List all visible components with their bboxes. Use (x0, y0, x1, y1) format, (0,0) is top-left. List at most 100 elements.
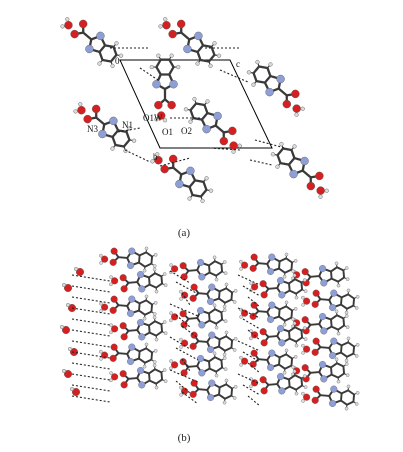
water-oxygen-atom (303, 393, 311, 401)
hydrogen-bond (242, 318, 261, 330)
water-cluster (65, 303, 76, 313)
water-oxygen-atom (101, 303, 109, 311)
hydrogen-atom (155, 152, 160, 157)
hydrogen-atom (345, 325, 350, 329)
bond (155, 65, 162, 76)
nitrogen-atom (96, 31, 105, 41)
water-cluster (62, 283, 72, 293)
hydrogen-atom (179, 345, 183, 349)
bond (138, 251, 148, 257)
hydrogen-atom (205, 99, 210, 104)
bond (117, 304, 129, 307)
bond (267, 287, 279, 290)
bond (208, 360, 211, 370)
hydrogen-atom (110, 63, 115, 68)
water-oxygen-atom (157, 111, 166, 120)
oxygen-atom (250, 349, 258, 357)
unit-cell-outline (119, 59, 273, 149)
nitrogen-atom (278, 339, 286, 347)
hydrogen-atom (144, 246, 149, 251)
bond (138, 261, 146, 268)
bond (213, 308, 223, 314)
hydrogen-atom (99, 253, 103, 258)
molecule (179, 282, 238, 309)
bond (335, 314, 345, 320)
bond (202, 180, 208, 192)
bond (148, 283, 158, 289)
bond (127, 377, 139, 380)
bond (276, 153, 282, 165)
molecule (150, 152, 214, 203)
hydrogen-atom (118, 53, 124, 58)
bond (300, 329, 304, 339)
bond (122, 138, 131, 148)
hydrogen-atom (109, 371, 113, 375)
hydrogen-bond (247, 329, 261, 341)
bond (330, 318, 333, 328)
hydrogen-atom (169, 263, 173, 267)
hydrogen-atom (152, 267, 157, 272)
bond (138, 254, 141, 264)
bond (127, 329, 139, 332)
oxygen-atom (315, 171, 324, 181)
water-oxygen-atom (171, 265, 179, 273)
oxygen-atom (189, 342, 197, 350)
hydrogen-atom (62, 369, 67, 374)
hydrogen-atom (318, 194, 323, 199)
bond (330, 373, 340, 379)
hydrogen-atom (60, 24, 65, 29)
oxygen-atom (311, 396, 319, 404)
bond (278, 260, 281, 270)
oxygen-atom (110, 247, 118, 255)
hydrogen-atom (152, 315, 157, 320)
hydrogen-atom (99, 301, 103, 306)
hydrogen-atom (239, 363, 243, 367)
nitrogen-atom (198, 369, 206, 377)
oxygen-atom (176, 19, 186, 29)
hydrogen-bond (181, 391, 199, 405)
hydrogen-atom (222, 304, 227, 309)
hydrogen-atom (162, 272, 167, 276)
panel-a-hydrogen-bonds (110, 47, 286, 167)
bond (208, 356, 216, 363)
bond (309, 323, 321, 326)
hydrogen-bond (242, 384, 261, 396)
bond (109, 53, 118, 63)
bond (117, 352, 129, 355)
nitrogen-atom (202, 124, 211, 134)
bond (148, 272, 156, 279)
nitrogen-atom (207, 297, 215, 305)
bond (330, 270, 333, 280)
bond (288, 326, 296, 333)
bond (153, 272, 163, 278)
water-oxygen-atom (77, 106, 86, 115)
hydrogen-atom (214, 277, 219, 282)
molecule (99, 342, 158, 369)
nitrogen-atom (127, 309, 135, 317)
molecule (179, 330, 238, 357)
bond (218, 338, 221, 348)
hydrogen-atom (163, 17, 168, 22)
nitrogen-atom (128, 295, 136, 303)
bond (138, 350, 141, 360)
nitrogen-atom (276, 74, 285, 84)
bond (223, 346, 233, 352)
oxygen-atom (70, 29, 79, 39)
bond (208, 264, 211, 274)
nitrogen-atom (277, 325, 285, 333)
bond (295, 384, 304, 391)
bond (285, 257, 294, 264)
bond (230, 339, 234, 349)
water-oxygen-atom (251, 283, 259, 291)
hydrogen-atom (354, 306, 359, 310)
nitrogen-atom (85, 44, 94, 54)
hydrogen-atom (142, 316, 147, 321)
molecule (183, 97, 242, 154)
bond (288, 282, 291, 292)
hydrogen-atom (65, 303, 70, 308)
water-oxygen-atom (111, 373, 119, 381)
bond (301, 169, 312, 179)
hydrogen-atom (355, 295, 360, 299)
nitrogen-atom (278, 387, 286, 395)
molecule (291, 309, 350, 336)
